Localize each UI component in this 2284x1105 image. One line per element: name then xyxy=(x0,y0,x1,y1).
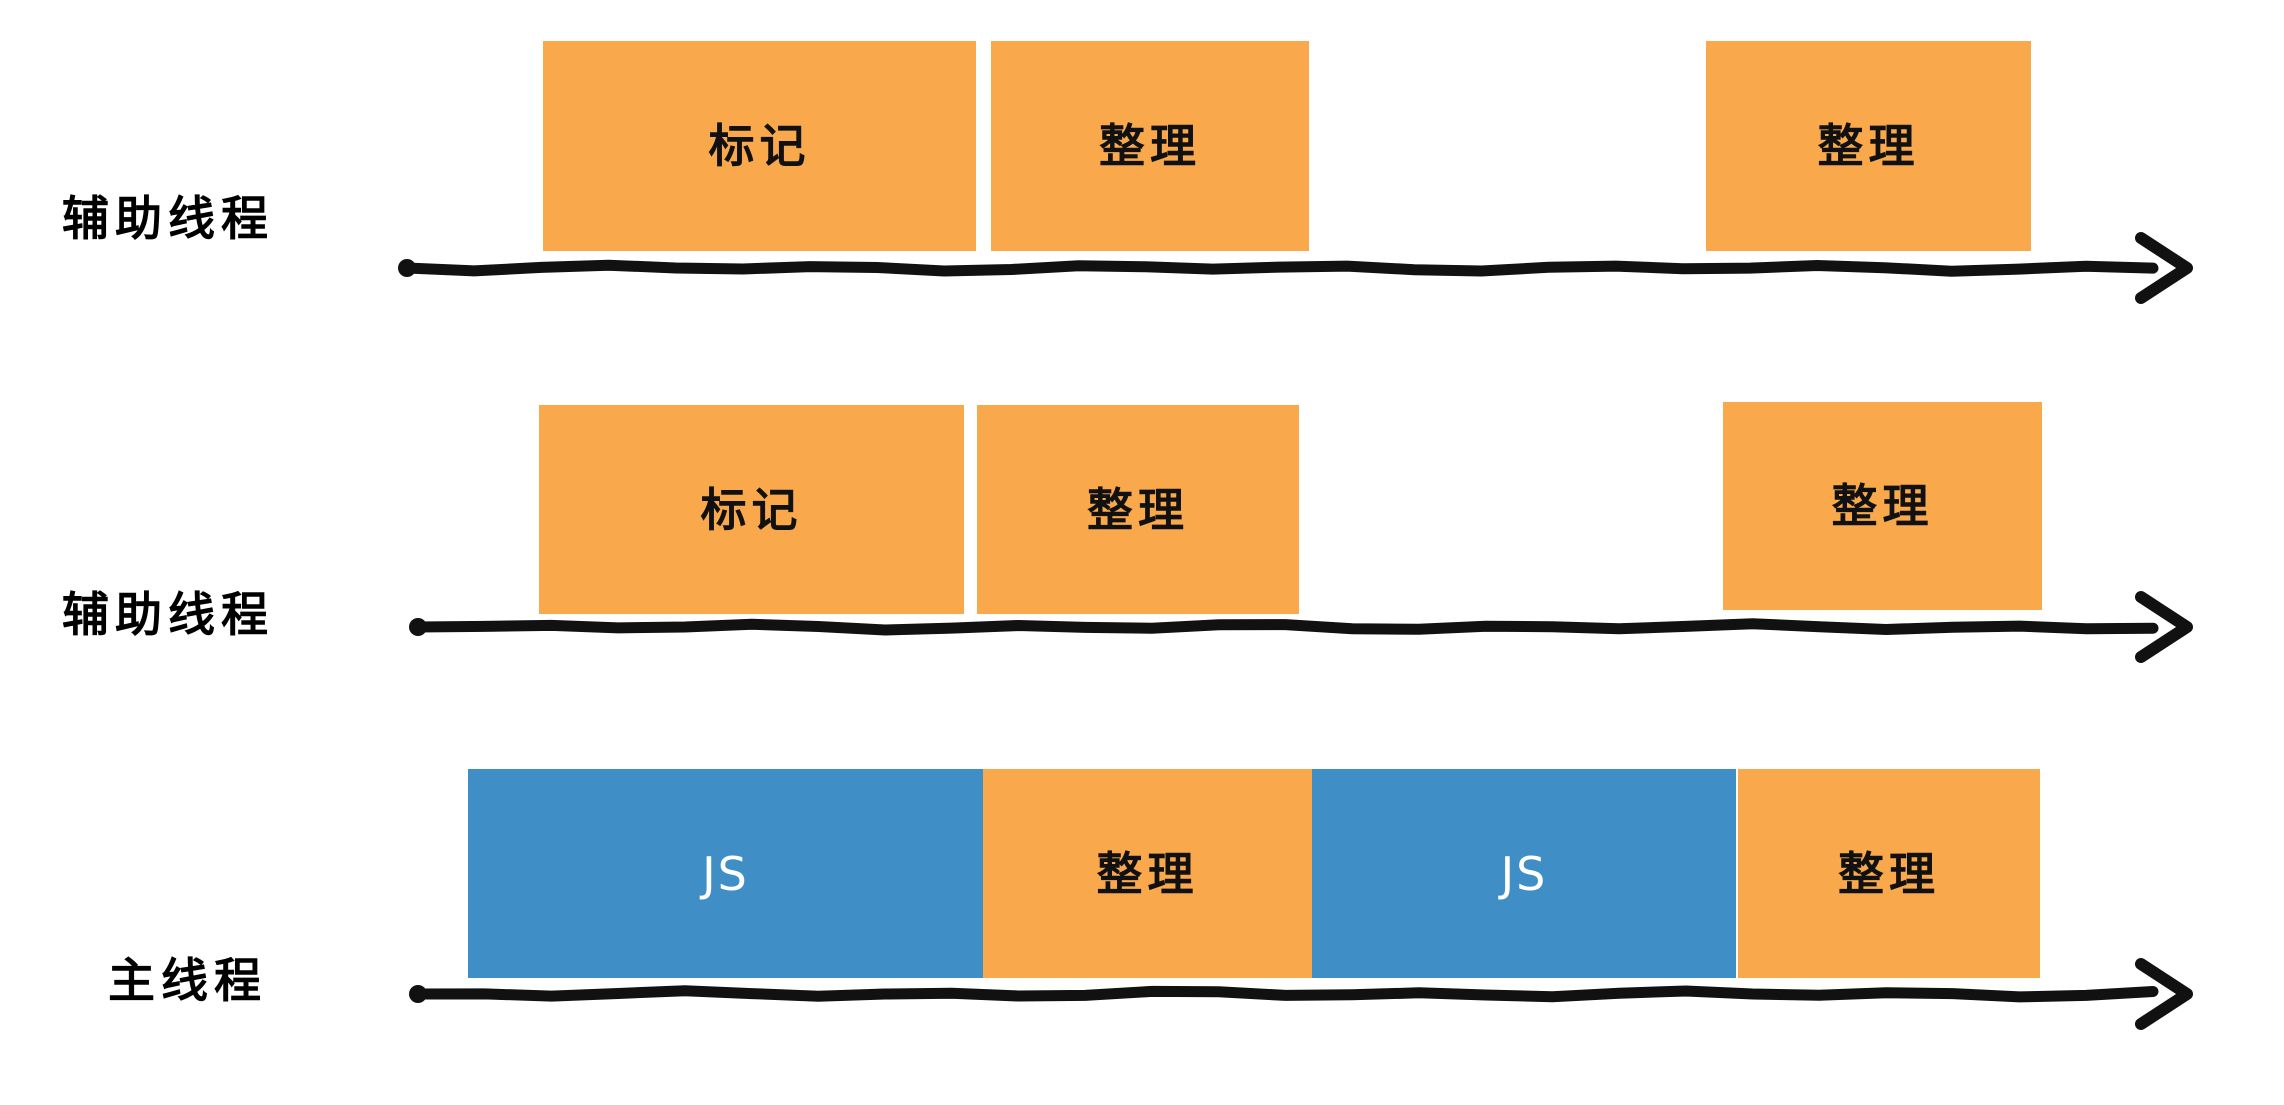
timeline-axis xyxy=(409,958,2193,1030)
axis-arrowhead-icon xyxy=(2135,591,2193,663)
task-block[interactable]: JS xyxy=(468,769,983,978)
timeline-axis xyxy=(398,232,2193,304)
task-block[interactable]: 整理 xyxy=(991,41,1309,251)
task-block[interactable]: JS xyxy=(1312,769,1736,978)
axis-line xyxy=(412,985,2159,1003)
timeline-axis xyxy=(409,591,2193,663)
axis-start-dot xyxy=(398,259,416,277)
task-block[interactable]: 标记 xyxy=(543,41,976,251)
thread-label: 主线程 xyxy=(108,954,267,1009)
task-block[interactable]: 整理 xyxy=(983,769,1312,978)
task-block[interactable]: 整理 xyxy=(977,405,1299,614)
task-block[interactable]: 整理 xyxy=(1706,41,2031,251)
axis-arrowhead-icon xyxy=(2135,232,2193,304)
task-block-label: 整理 xyxy=(1099,119,1201,173)
axis-start-dot xyxy=(409,618,427,636)
task-block-label: JS xyxy=(1500,846,1548,901)
task-block-label: 整理 xyxy=(1817,119,1920,173)
task-block[interactable]: 整理 xyxy=(1723,402,2042,610)
axis-arrowhead-icon xyxy=(2135,958,2193,1030)
task-block-label: 整理 xyxy=(1096,846,1199,901)
axis-line xyxy=(401,259,2159,277)
thread-label: 辅助线程 xyxy=(62,192,274,247)
task-block-label: 标记 xyxy=(700,482,803,537)
task-block-label: 整理 xyxy=(1087,482,1189,537)
task-block-label: 整理 xyxy=(1831,479,1934,533)
thread-label: 辅助线程 xyxy=(62,588,274,643)
task-block[interactable]: 标记 xyxy=(539,405,964,614)
axis-start-dot xyxy=(409,985,427,1003)
axis-line xyxy=(412,618,2159,636)
task-block-label: 整理 xyxy=(1838,846,1940,901)
task-block-label: 标记 xyxy=(708,119,811,173)
task-block[interactable]: 整理 xyxy=(1738,769,2040,978)
task-block-label: JS xyxy=(702,846,749,901)
